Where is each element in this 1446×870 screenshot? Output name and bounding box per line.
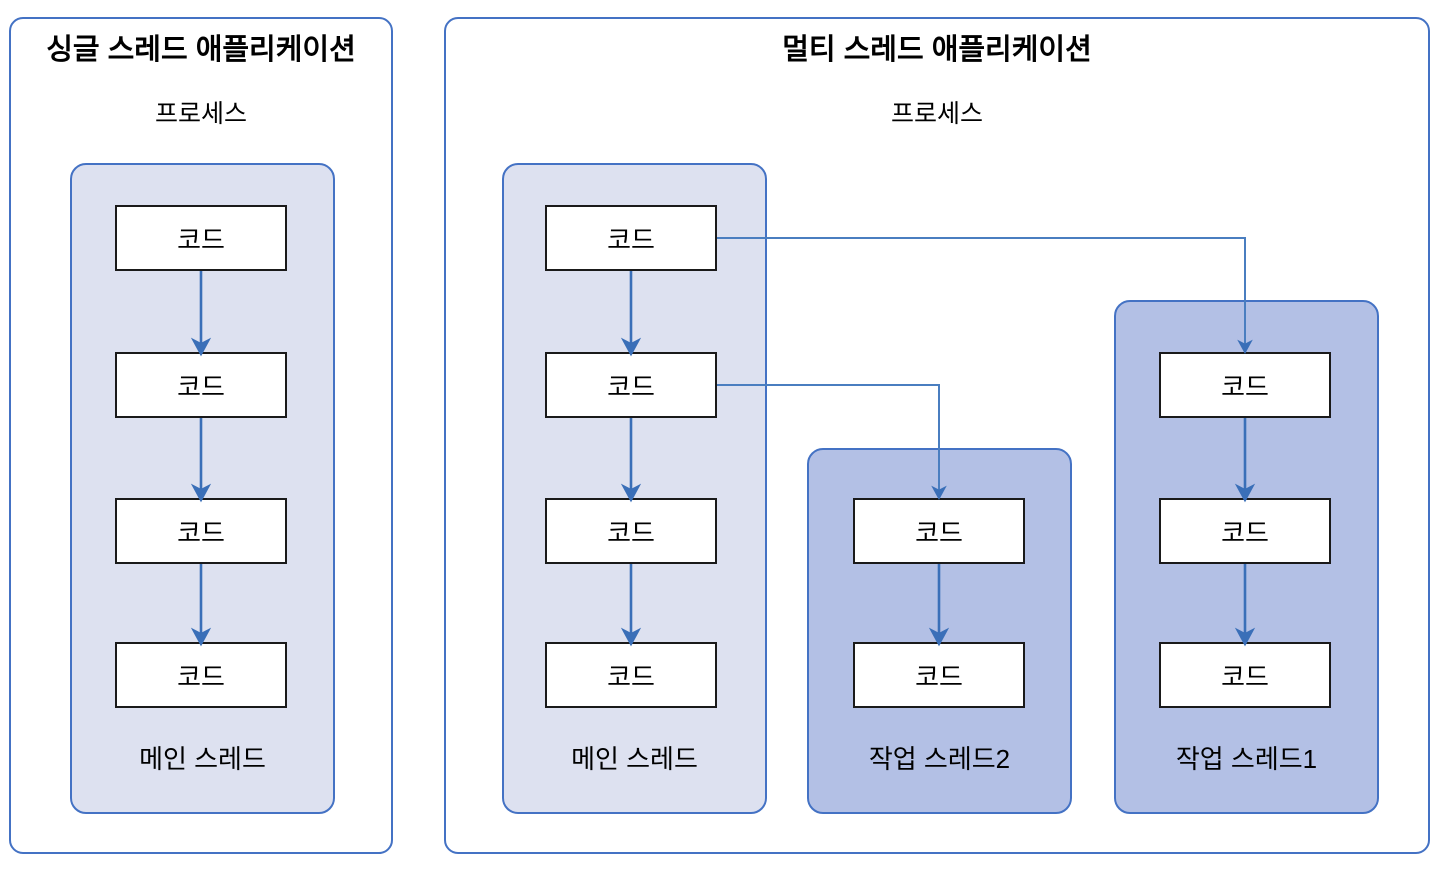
main-thread-code-3: 코드	[545, 498, 717, 564]
worker-thread1-code-1: 코드	[1159, 352, 1331, 418]
worker-thread1-code-2: 코드	[1159, 498, 1331, 564]
main-thread-code-4: 코드	[545, 642, 717, 708]
code-label: 코드	[607, 371, 655, 402]
main-thread-code-2: 코드	[545, 352, 717, 418]
worker-thread2-code-1: 코드	[853, 498, 1025, 564]
code-label: 코드	[177, 371, 225, 402]
code-label: 코드	[1221, 371, 1269, 402]
code-label: 코드	[177, 224, 225, 255]
single-main-thread-code-4: 코드	[115, 642, 287, 708]
single-main-thread-label: 메인 스레드	[139, 744, 266, 774]
code-label: 코드	[607, 224, 655, 255]
single-main-thread-code-2: 코드	[115, 352, 287, 418]
code-label: 코드	[915, 661, 963, 692]
main-thread-label: 메인 스레드	[571, 744, 698, 774]
code-label: 코드	[607, 661, 655, 692]
single-main-thread-code-3: 코드	[115, 498, 287, 564]
code-label: 코드	[607, 517, 655, 548]
code-label: 코드	[1221, 661, 1269, 692]
multi-thread-process-label: 프로세스	[890, 100, 983, 128]
code-label: 코드	[1221, 517, 1269, 548]
code-label: 코드	[915, 517, 963, 548]
worker-thread2-label: 작업 스레드2	[868, 744, 1011, 774]
worker-thread1-label: 작업 스레드1	[1175, 744, 1318, 774]
worker-thread1-code-3: 코드	[1159, 642, 1331, 708]
single-thread-panel-title: 싱글 스레드 애플리케이션	[46, 34, 356, 66]
single-main-thread-code-1: 코드	[115, 205, 287, 271]
worker-thread2-code-2: 코드	[853, 642, 1025, 708]
multi-thread-panel-title: 멀티 스레드 애플리케이션	[782, 34, 1092, 66]
single-thread-process-label: 프로세스	[154, 100, 247, 128]
code-label: 코드	[177, 517, 225, 548]
main-thread-code-1: 코드	[545, 205, 717, 271]
code-label: 코드	[177, 661, 225, 692]
